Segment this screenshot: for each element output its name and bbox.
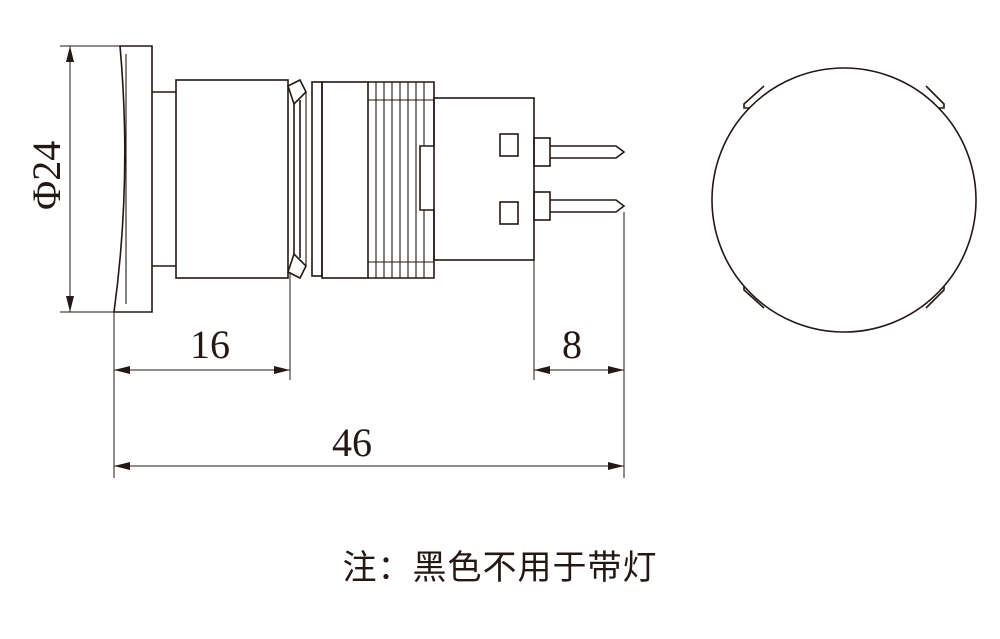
- terminal-window-top: [499, 133, 519, 157]
- round-button-face: [711, 67, 977, 333]
- front-barrel: [175, 79, 289, 279]
- total-length-label: 46: [332, 420, 372, 465]
- cap-neck: [152, 91, 176, 267]
- pin-length-label: 8: [562, 322, 582, 367]
- button-cap: [113, 45, 153, 313]
- dimension-lines: [60, 45, 625, 478]
- front-view: [711, 67, 977, 333]
- locking-clip: [287, 78, 323, 280]
- front-length-label: 16: [190, 322, 230, 367]
- square-flange: [743, 85, 945, 309]
- ribbed-body: [321, 81, 435, 279]
- note-text: 注：黑色不用于带灯: [342, 548, 658, 588]
- rear-housing: [433, 97, 535, 261]
- side-view: [113, 45, 626, 313]
- diameter-label: Φ24: [24, 141, 69, 210]
- terminal-pins: [533, 137, 626, 221]
- terminal-window-bottom: [499, 201, 519, 225]
